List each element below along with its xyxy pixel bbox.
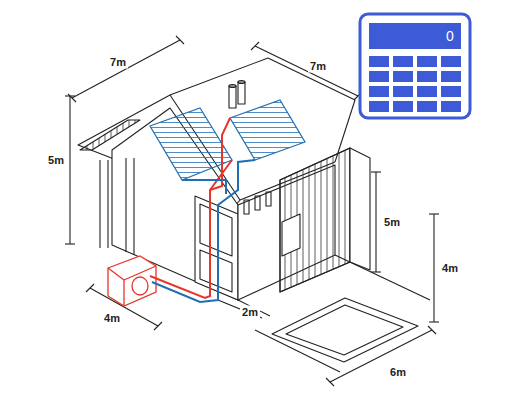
dimension-label: 6m — [388, 366, 408, 379]
calculator-key — [393, 101, 413, 112]
calculator-key — [417, 71, 437, 82]
calculator-icon — [360, 14, 470, 118]
calculator-key — [441, 101, 461, 112]
solar-panels — [150, 100, 305, 180]
dimension-label: 2m — [240, 306, 260, 319]
calculator-key — [441, 86, 461, 97]
pipes — [150, 118, 255, 302]
calculator-key — [369, 71, 389, 82]
calculator-key — [393, 71, 413, 82]
dimension-label: 4m — [102, 312, 122, 325]
dimension-label: 7m — [308, 60, 328, 73]
display-reading: 0 — [444, 30, 456, 43]
heat-pump — [108, 256, 156, 306]
dimension-label: 5m — [46, 154, 66, 167]
calculator-key — [417, 86, 437, 97]
calculator-key — [441, 56, 461, 67]
calculator-key — [369, 101, 389, 112]
calculator-key — [369, 86, 389, 97]
calculator-key — [393, 86, 413, 97]
calculator-key — [417, 101, 437, 112]
calculator-key — [441, 71, 461, 82]
calculator-key — [417, 56, 437, 67]
dimension-label: 4m — [440, 262, 460, 275]
dimension-label: 5m — [382, 216, 402, 229]
dimension-label: 7m — [108, 56, 128, 69]
calculator-key — [369, 56, 389, 67]
calculator-key — [393, 56, 413, 67]
house-lines — [65, 36, 439, 386]
